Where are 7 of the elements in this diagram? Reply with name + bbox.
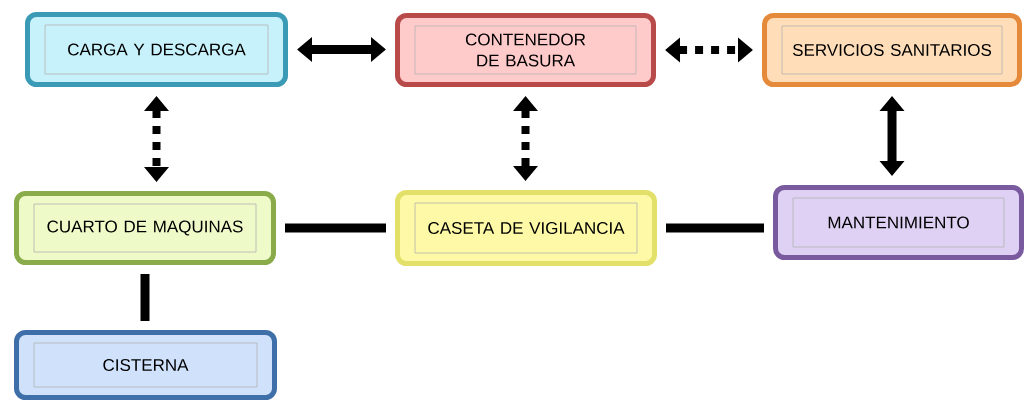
process-box: MANTENIMIENTO xyxy=(773,185,1024,260)
process-box: CASETA DE VIGILANCIA xyxy=(395,190,657,266)
process-box: CARGA Y DESCARGA xyxy=(25,12,288,87)
process-box: CUARTO DE MAQUINAS xyxy=(14,191,276,265)
process-box: SERVICIOS SANITARIOS xyxy=(762,13,1022,87)
process-box: CONTENEDOR DE BASURA xyxy=(395,13,656,87)
process-box: CISTERNA xyxy=(14,330,277,400)
